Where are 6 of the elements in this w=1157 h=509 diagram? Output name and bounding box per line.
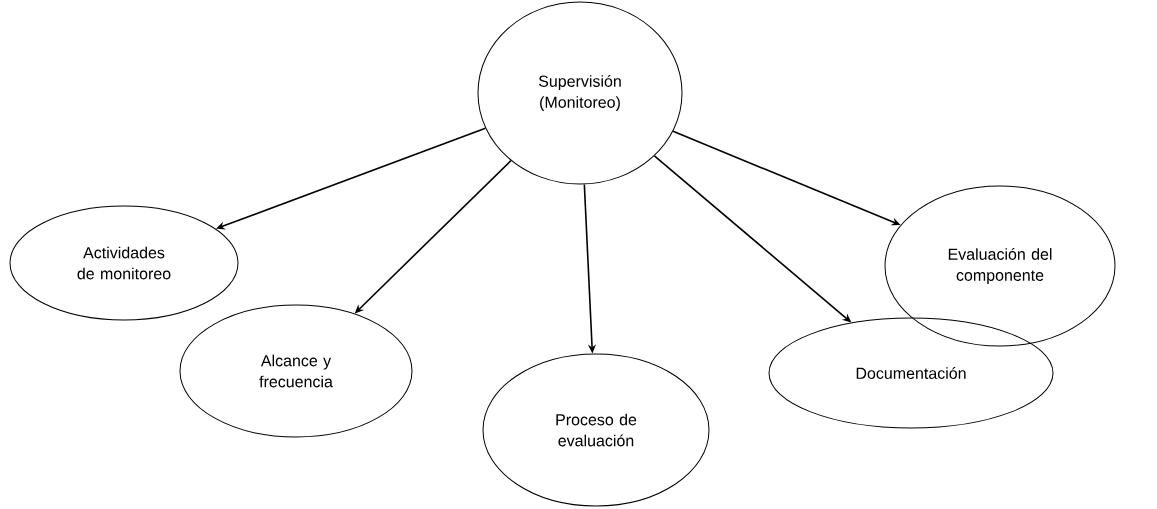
ellipse-node: Supervisión (Monitoreo) [477, 1, 683, 185]
ellipse-node: Alcance y frecuencia [179, 304, 413, 438]
ellipse-node: Evaluación del componente [884, 185, 1116, 347]
ellipse-node: Actividades de monitoreo [9, 205, 239, 321]
ellipse-node: Proceso de evaluación [482, 353, 710, 507]
ellipse-node: Documentación [768, 317, 1054, 429]
